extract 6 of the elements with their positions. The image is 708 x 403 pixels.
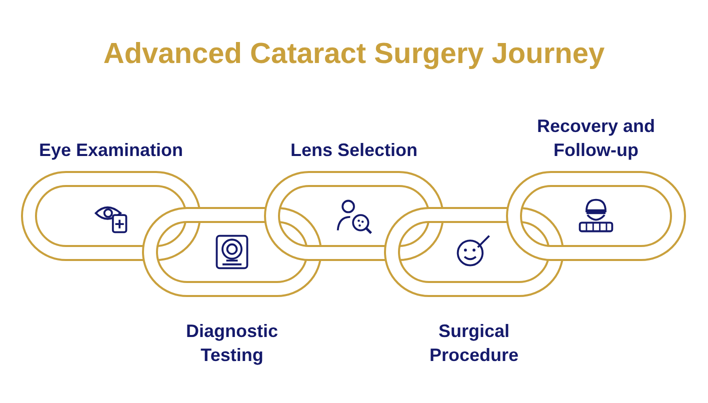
step-label: Eye Examination	[38, 139, 184, 162]
step-label: Recovery and Follow-up	[536, 115, 656, 162]
step-label: Diagnostic Testing	[184, 320, 279, 367]
step-label: Surgical Procedure	[428, 320, 520, 367]
step-label: Lens Selection	[290, 139, 418, 162]
title: Advanced Cataract Surgery Journey	[102, 38, 606, 71]
